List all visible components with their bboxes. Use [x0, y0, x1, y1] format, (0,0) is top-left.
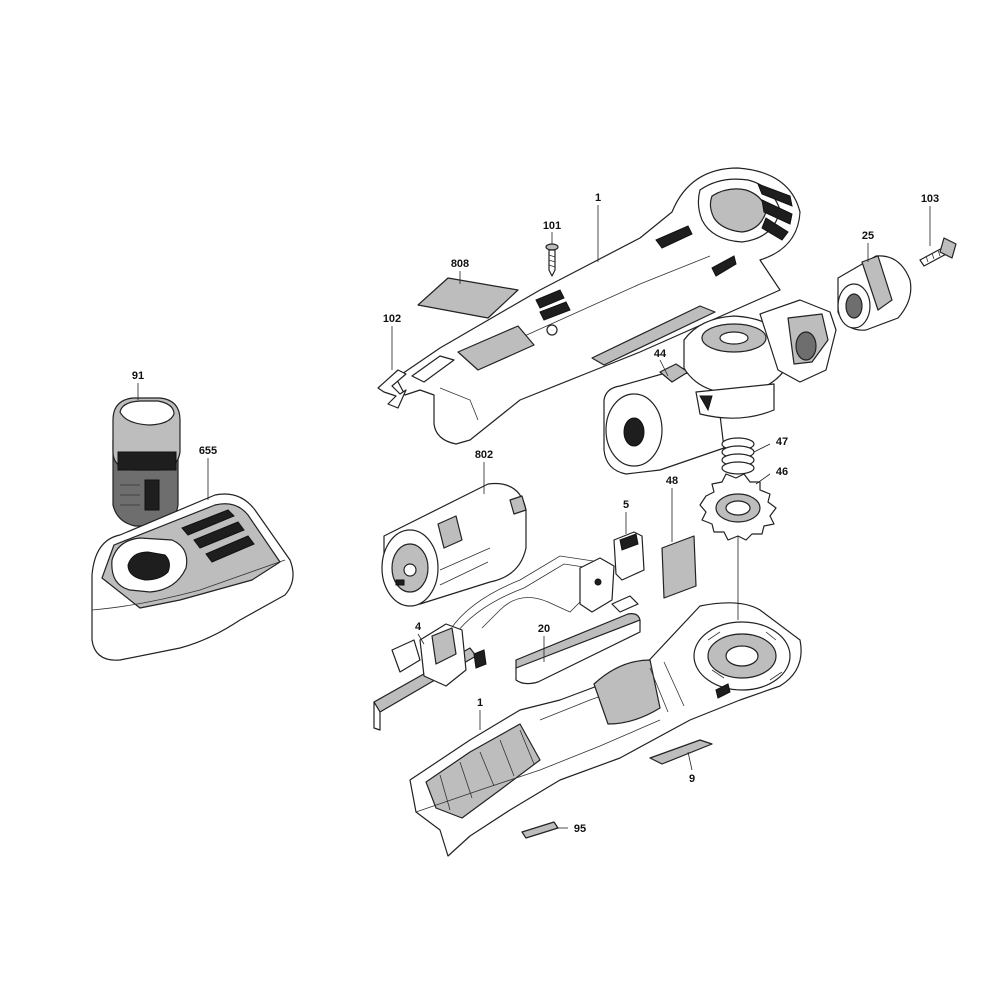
gearbox-assembly-44: [603, 299, 837, 475]
label-part-44: 44: [654, 348, 667, 360]
label-part-9: 9: [689, 773, 695, 785]
label-part-46: 46: [776, 466, 788, 478]
motor-802: [381, 482, 527, 607]
label-part-4: 4: [415, 621, 422, 633]
screw-103: [919, 237, 957, 267]
rating-label-808: [417, 277, 519, 319]
label-part-808: 808: [451, 258, 469, 270]
battery-pack-91: [112, 397, 181, 527]
label-part-1-lower: 1: [477, 697, 483, 709]
label-part-20: 20: [538, 623, 550, 635]
label-part-25: 25: [862, 230, 874, 242]
label-9: [649, 739, 713, 765]
keyless-chuck-25: [837, 255, 912, 331]
label-part-102: 102: [383, 313, 401, 325]
small-part-5: [613, 531, 645, 581]
label-part-47: 47: [776, 436, 788, 448]
label-part-91: 91: [132, 370, 144, 382]
label-plate-48: [661, 535, 697, 599]
housing-shell-upper: [395, 167, 801, 445]
charger-655: [91, 493, 294, 661]
leader-lines: [137, 205, 931, 829]
switch-slider-20: [515, 595, 641, 685]
label-part-1-upper: 1: [595, 192, 601, 204]
label-part-655: 655: [199, 445, 217, 457]
toothed-gear-ring-46: [699, 473, 777, 541]
label-95: [521, 821, 559, 839]
label-part-95: 95: [574, 823, 586, 835]
wiring-harness: [449, 555, 615, 637]
switch-board-4: [373, 623, 487, 731]
housing-shell-lower: [409, 602, 802, 857]
screw-101: [545, 243, 559, 277]
label-part-101: 101: [543, 220, 561, 232]
label-part-5: 5: [623, 499, 629, 511]
label-part-48: 48: [666, 475, 678, 487]
label-part-103: 103: [921, 193, 939, 205]
clip-102: [377, 369, 407, 409]
label-part-802: 802: [475, 449, 493, 461]
spring-47: [721, 437, 755, 475]
part-number-labels: 1 101 103 25 808 102 44 91 655 47 46 802…: [132, 192, 939, 835]
